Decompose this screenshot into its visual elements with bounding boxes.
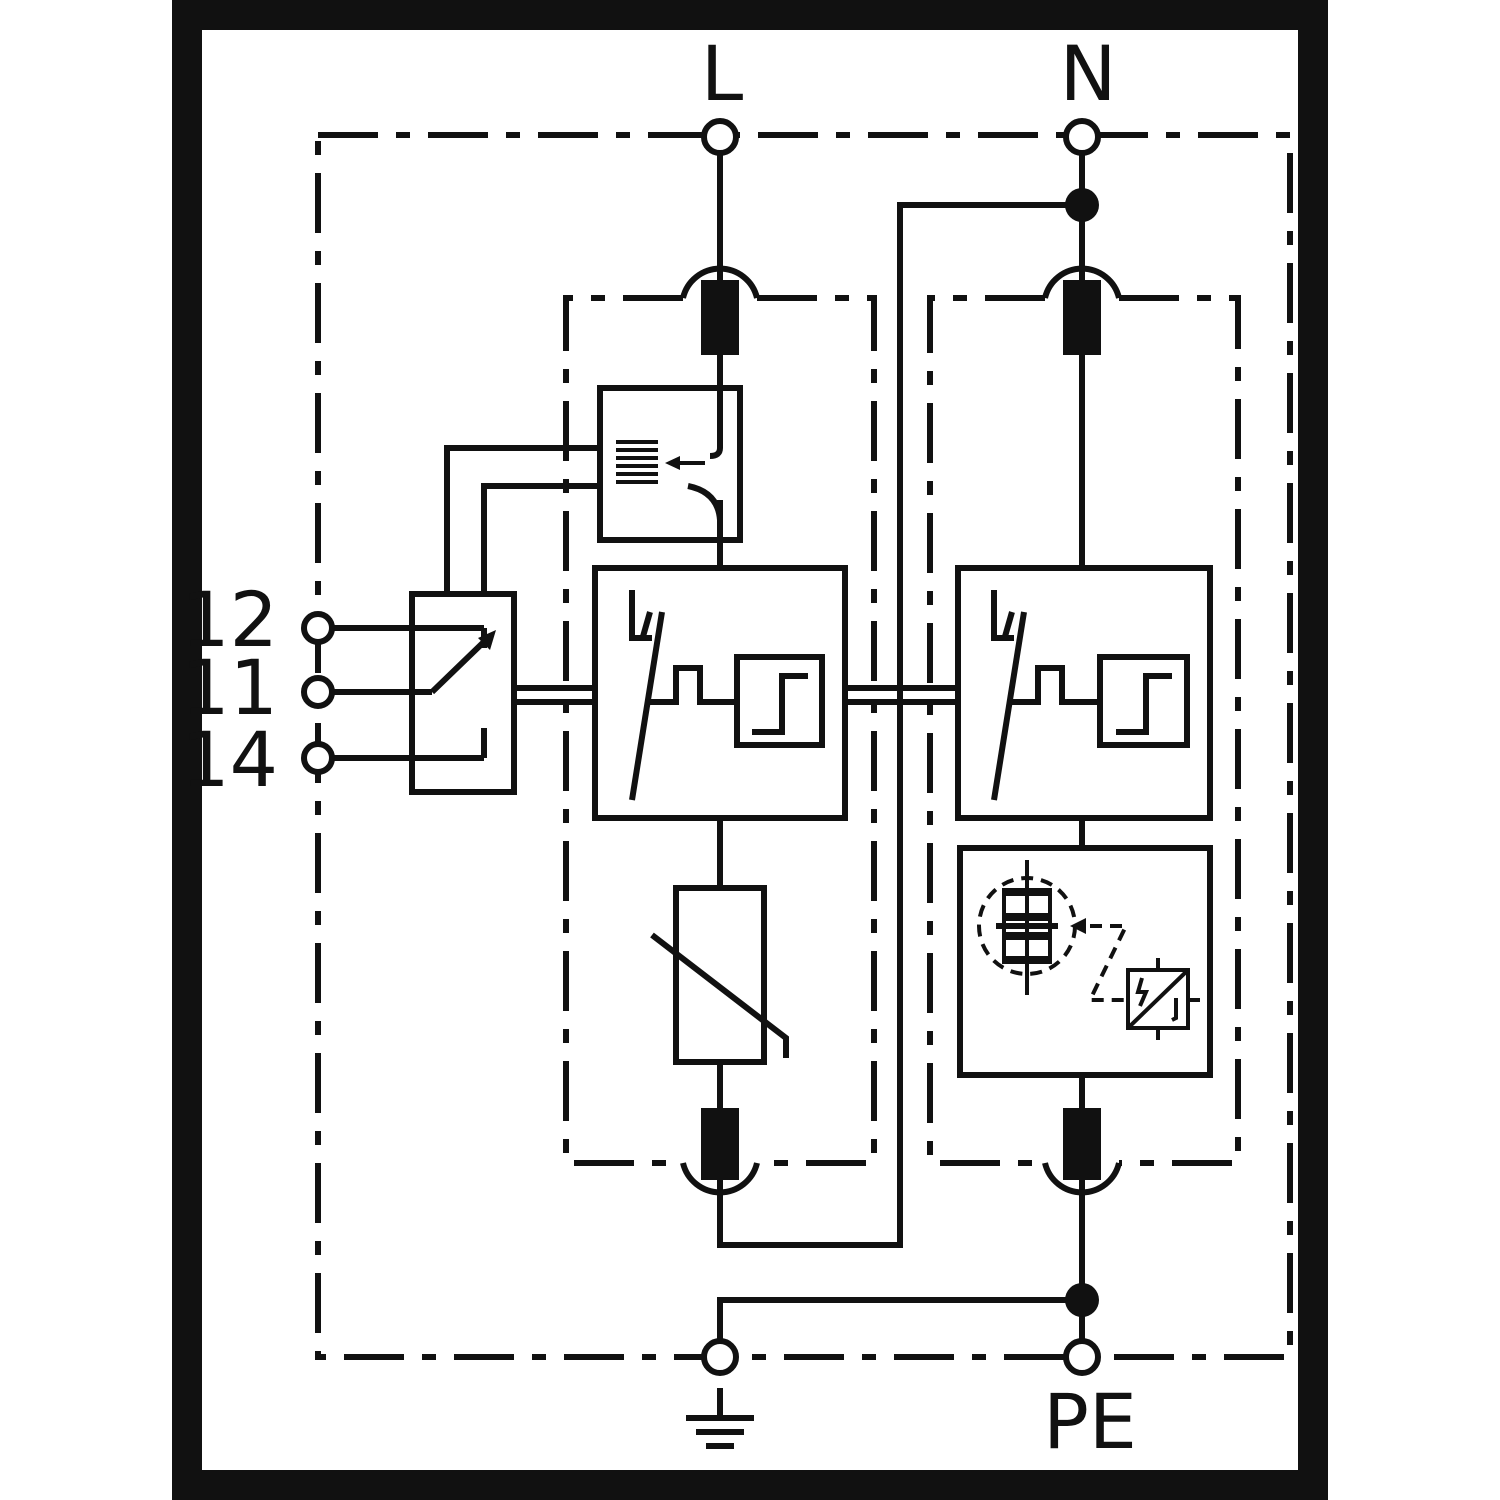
aux-terminal-14[interactable] [301,741,335,775]
remote-signal-contact-icon [333,591,517,795]
n-terminal[interactable] [1063,118,1101,156]
status-indicator-box [597,385,743,543]
label-11: 11 [181,643,278,732]
n-module-outline [927,265,1241,1196]
l-thermal-disconnector-icon [592,565,848,821]
earth-terminal[interactable] [701,1338,739,1376]
indicator-window-icon [616,440,658,484]
aux-terminal-12[interactable] [301,611,335,645]
module-housing-outline [315,132,1293,1360]
mechanical-linkage [514,685,958,705]
outer-frame [172,0,1328,1500]
earth-ground-icon [686,1388,754,1449]
n-top-contact [1063,280,1101,355]
neutral-junction-dot [1065,188,1099,222]
label-n: N [1060,29,1117,118]
n-bottom-contact [1063,1108,1101,1180]
trigger-unit-icon [1126,958,1200,1040]
label-pe: PE [1043,1377,1137,1466]
label-14: 14 [181,715,278,804]
n-thermal-disconnector-icon [955,565,1213,821]
aux-terminal-11[interactable] [301,675,335,709]
varistor-icon [650,885,789,1065]
label-12: 12 [181,575,278,664]
pe-terminal[interactable] [1063,1338,1101,1376]
line-wiring [717,153,1080,1248]
l-top-contact [701,280,739,355]
l-module-outline [563,265,877,1196]
pe-junction-dot [1065,1283,1099,1317]
l-bottom-contact [701,1108,739,1180]
signal-wires [444,445,600,594]
l-terminal[interactable] [701,118,739,156]
spark-gap-icon [957,845,1213,1078]
label-l: L [701,29,743,118]
neutral-wiring [717,153,1099,1340]
